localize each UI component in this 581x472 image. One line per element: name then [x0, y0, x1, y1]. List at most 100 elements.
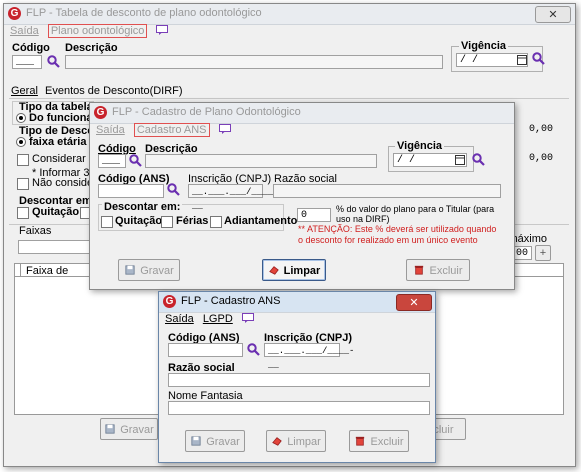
menu-saida[interactable]: Saída: [165, 313, 194, 325]
faixa-de-header: Faixa de: [26, 265, 69, 277]
ans-inscricao-input[interactable]: __.___.___/____-__: [264, 343, 354, 370]
chat-icon[interactable]: [218, 124, 231, 134]
search-icon[interactable]: [532, 52, 545, 65]
descricao-input[interactable]: [65, 55, 443, 69]
main-titlebar: G FLP - Tabela de desconto de plano odon…: [4, 4, 575, 25]
mid-adiantamento-checkbox[interactable]: [210, 216, 222, 228]
ans-razao-label: Razão social: [168, 362, 235, 374]
quitacao-checkbox[interactable]: [17, 207, 29, 219]
mid-ferias-checkbox[interactable]: [161, 216, 173, 228]
mid-ferias-label: Férias: [176, 215, 209, 227]
mid-excluir-button[interactable]: Excluir: [406, 259, 470, 281]
mid-gravar-button[interactable]: Gravar: [118, 259, 180, 281]
vigencia-label: Vigência: [459, 40, 509, 52]
calendar-icon[interactable]: [517, 55, 527, 65]
considerar-mes-checkbox[interactable]: [17, 154, 29, 166]
menu-saida[interactable]: Saída: [96, 124, 125, 136]
mid-vigencia-label: Vigência: [395, 140, 445, 152]
trash-icon: [356, 436, 365, 446]
search-icon[interactable]: [472, 153, 485, 166]
mid-adiantamento-label: Adiantamento: [224, 215, 298, 227]
logo-icon: G: [163, 295, 176, 308]
gravar-button[interactable]: Gravar: [100, 418, 158, 440]
trash-icon: [415, 265, 424, 275]
ans-razao-input[interactable]: [168, 373, 430, 387]
vigencia-input[interactable]: / /: [456, 53, 528, 67]
ans-titlebar: G FLP - Cadastro ANS ✕: [159, 292, 435, 313]
codigo-input[interactable]: ___: [12, 55, 42, 69]
logo-icon: G: [94, 106, 107, 119]
faixa-etaria-label: faixa etária: [29, 136, 87, 148]
tab-eventos-desconto[interactable]: Eventos de Desconto(DIRF): [45, 85, 183, 97]
calendar-icon[interactable]: [455, 155, 465, 165]
close-button[interactable]: ✕: [396, 294, 432, 311]
mid-limpar-button[interactable]: Limpar: [262, 259, 326, 281]
ans-window-title: FLP - Cadastro ANS: [181, 295, 281, 307]
eraser-icon: [268, 266, 279, 275]
atencao-note: ** ATENÇÃO: Este % deverá ser utilizado …: [298, 224, 497, 245]
faixas-label: Faixas: [19, 225, 52, 237]
mid-titlebar: G FLP - Cadastro de Plano Odontológico: [90, 103, 514, 124]
ans-excluir-button[interactable]: Excluir: [349, 430, 409, 452]
close-button[interactable]: ✕: [535, 6, 571, 23]
ans-gravar-button[interactable]: Gravar: [185, 430, 245, 452]
mid-descricao-input[interactable]: [145, 154, 377, 168]
mid-inscricao-input[interactable]: __.___.___/____-__: [188, 184, 278, 211]
eraser-icon: [272, 437, 282, 446]
quitacao-label: Quitação: [32, 206, 80, 218]
ans-fantasia-input[interactable]: [168, 401, 430, 415]
tipo-desconto-label: Tipo de Desconto: [19, 125, 112, 137]
mid-inscricao-label: Inscrição (CNPJ): [188, 173, 272, 185]
mid-codigo-input[interactable]: ___: [98, 154, 126, 168]
mid-razao-label: Razão social: [274, 173, 337, 185]
save-icon: [105, 424, 115, 434]
faixa-etaria-radio[interactable]: [16, 137, 26, 147]
mid-codigo-ans-input[interactable]: [98, 184, 164, 198]
mid-descontar-label: Descontar em:: [102, 201, 183, 213]
tipo-tabela-label: Tipo da tabela: [19, 101, 93, 113]
mid-menu: Saída Cadastro ANS: [96, 123, 231, 137]
cadastro-plano-window: G FLP - Cadastro de Plano Odontológico S…: [89, 102, 515, 290]
menu-saida[interactable]: Saída: [10, 25, 39, 37]
save-icon: [125, 265, 135, 275]
faixa-input[interactable]: [18, 240, 93, 254]
main-window-title: FLP - Tabela de desconto de plano odonto…: [26, 7, 262, 19]
search-icon[interactable]: [167, 183, 180, 196]
logo-icon: G: [8, 7, 21, 20]
add-button[interactable]: +: [535, 245, 551, 261]
main-menu: Saída Plano odontológico: [10, 24, 169, 38]
codigo-label: Código: [12, 42, 50, 54]
do-funcionario-label: Do funcionário: [29, 112, 107, 124]
ans-codigo-label: Código (ANS): [168, 332, 240, 344]
menu-lgpd[interactable]: LGPD: [202, 313, 233, 325]
col-divider: [20, 263, 21, 277]
ans-fantasia-label: Nome Fantasia: [168, 390, 243, 402]
mid-quitacao-label: Quitação: [115, 215, 163, 227]
do-funcionario-radio[interactable]: [16, 113, 26, 123]
descricao-label: Descrição: [65, 42, 118, 54]
ans-codigo-input[interactable]: [168, 343, 243, 357]
percent-text: % do valor do plano para o Titular (para…: [336, 204, 495, 224]
mid-descontar-group: [98, 204, 284, 231]
tab-geral[interactable]: Geral: [11, 85, 38, 97]
search-icon[interactable]: [129, 154, 142, 167]
mid-quitacao-checkbox[interactable]: [101, 216, 113, 228]
nao-considerar-checkbox[interactable]: [17, 178, 29, 190]
menu-cadastro-ans[interactable]: Cadastro ANS: [133, 123, 210, 137]
ans-menu: Saída LGPD: [165, 313, 254, 325]
menu-plano-odontologico[interactable]: Plano odontológico: [47, 24, 148, 38]
mid-vigencia-input[interactable]: / /: [393, 153, 467, 167]
ans-inscricao-label: Inscrição (CNPJ): [264, 332, 353, 344]
ans-limpar-button[interactable]: Limpar: [266, 430, 326, 452]
mid-descricao-label: Descrição: [145, 143, 198, 155]
search-icon[interactable]: [47, 55, 60, 68]
save-icon: [191, 436, 201, 446]
mid-codigo-ans-label: Código (ANS): [98, 173, 170, 185]
tab-divider: [9, 98, 569, 99]
search-icon[interactable]: [247, 343, 260, 356]
chat-icon[interactable]: [241, 313, 254, 323]
mid-window-title: FLP - Cadastro de Plano Odontológico: [112, 106, 301, 118]
chat-icon[interactable]: [156, 25, 169, 35]
mid-razao-input[interactable]: [273, 184, 501, 198]
percent-input[interactable]: 0: [297, 208, 331, 222]
